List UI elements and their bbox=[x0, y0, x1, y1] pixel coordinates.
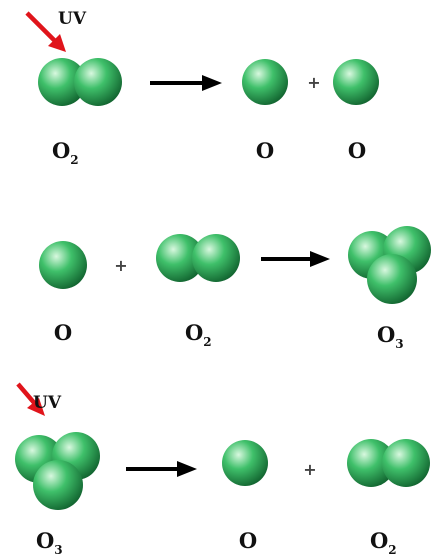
uv-label: UV bbox=[58, 9, 87, 29]
reactant-formula: O2 bbox=[185, 320, 212, 349]
product-formula: O2 bbox=[370, 528, 397, 557]
uv-arrow-icon bbox=[16, 382, 45, 416]
atom-icon bbox=[156, 234, 204, 282]
product-formula: O3 bbox=[377, 322, 404, 351]
atom-icon bbox=[347, 439, 395, 487]
reactant-formula: O2 bbox=[52, 138, 79, 167]
plus-sign: + bbox=[114, 256, 127, 275]
reaction-arrow-icon bbox=[150, 75, 222, 91]
o3-molecule-icon bbox=[15, 432, 100, 510]
reactant-formula: O3 bbox=[36, 528, 63, 557]
plus-sign: + bbox=[303, 460, 316, 479]
reaction-1: UV O2 + O O bbox=[25, 9, 379, 167]
atom-icon bbox=[192, 234, 240, 282]
o-atom-icon bbox=[222, 440, 268, 486]
o-atom-icon bbox=[333, 59, 379, 105]
reaction-arrow-icon bbox=[126, 461, 197, 477]
reaction-2: + O O2 O3 bbox=[39, 226, 431, 351]
product-formula: O bbox=[239, 528, 257, 553]
reaction-arrow-icon bbox=[261, 251, 330, 267]
o2-molecule-icon bbox=[347, 439, 430, 487]
product-formula: O bbox=[348, 138, 366, 163]
plus-sign: + bbox=[307, 73, 320, 92]
o3-molecule-icon bbox=[348, 226, 431, 304]
uv-arrow-icon bbox=[25, 11, 66, 52]
atom-icon bbox=[367, 254, 417, 304]
atom-icon bbox=[38, 58, 86, 106]
product-formula: O bbox=[256, 138, 274, 163]
atom-icon bbox=[74, 58, 122, 106]
atom-icon bbox=[33, 460, 83, 510]
o-atom-icon bbox=[39, 241, 87, 289]
o2-molecule-icon bbox=[156, 234, 240, 282]
reactant-formula: O bbox=[54, 320, 72, 345]
o2-molecule-icon bbox=[38, 58, 122, 106]
reaction-3: UV + O3 O O2 bbox=[15, 382, 430, 557]
atom-icon bbox=[382, 439, 430, 487]
o-atom-icon bbox=[242, 59, 288, 105]
uv-label: UV bbox=[33, 393, 62, 413]
